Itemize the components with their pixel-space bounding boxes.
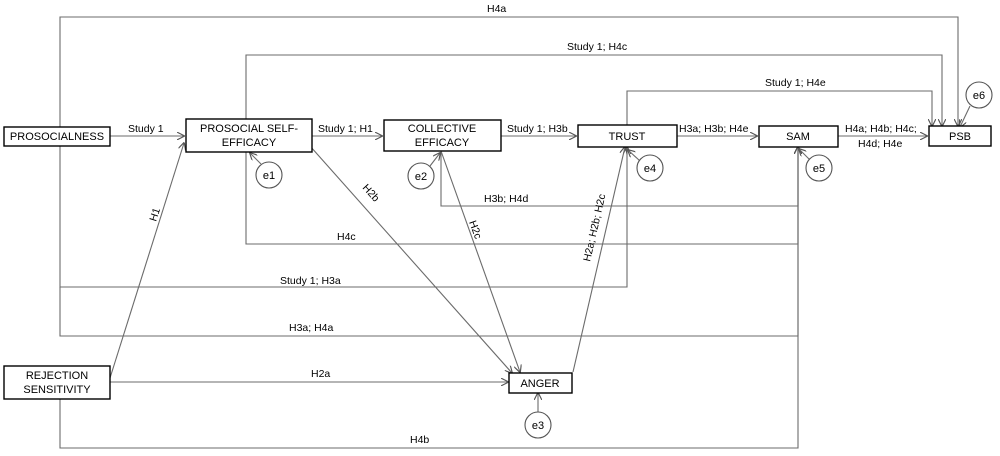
node-pse-label-1: PROSOCIAL SELF- [200, 123, 298, 135]
label-rs-to-pse: H1 [147, 206, 163, 223]
error-e4-label: e4 [644, 163, 656, 175]
edge-e6 [960, 105, 971, 127]
edge-pse-to-psb [245, 54, 942, 126]
label-pse-to-ce: Study 1; H1 [318, 123, 373, 135]
edge-ce-to-anger [440, 150, 520, 372]
label-rs-to-sam: H4b [410, 434, 429, 446]
error-e1-label: e1 [263, 170, 275, 182]
node-sam: SAM [758, 125, 839, 148]
node-pse-label-2: EFFICACY [222, 137, 277, 149]
error-e3: e3 [524, 411, 552, 439]
node-trust-label: TRUST [609, 131, 646, 143]
edge-pro-to-psb-top [59, 16, 958, 127]
label-trust-to-sam: H3a; H3b; H4e [679, 123, 749, 135]
error-e2: e2 [407, 162, 435, 190]
error-e2-label: e2 [415, 171, 427, 183]
edge-pse-to-anger [309, 145, 512, 373]
error-e6-label: e6 [973, 90, 985, 102]
edge-pro-to-trust [59, 145, 627, 288]
error-e5-label: e5 [813, 163, 825, 175]
node-trust: TRUST [577, 124, 678, 148]
label-ce-to-anger: H2c [466, 219, 484, 241]
edge-e2 [429, 153, 440, 167]
edge-trust-to-psb [626, 90, 932, 126]
label-ce-to-sam: H3b; H4d [484, 193, 529, 205]
node-collective-efficacy: COLLECTIVE EFFICACY [383, 119, 502, 152]
node-anger: ANGER [508, 372, 573, 394]
error-e1: e1 [255, 161, 283, 189]
error-e5: e5 [805, 154, 833, 182]
label-rs-to-anger: H2a [311, 368, 330, 380]
node-prosocialness: PROSOCIALNESS [3, 126, 111, 147]
label-pse-to-psb: Study 1; H4c [567, 41, 627, 53]
node-prosocialness-label: PROSOCIALNESS [10, 131, 104, 143]
node-sam-label: SAM [786, 131, 810, 143]
label-pro-to-trust: Study 1; H3a [280, 275, 341, 287]
node-ce-label-1: COLLECTIVE [408, 123, 476, 135]
node-rs-label-2: SENSITIVITY [23, 384, 91, 396]
node-ce-label-2: EFFICACY [415, 137, 470, 149]
label-pro-to-sam: H3a; H4a [289, 322, 334, 334]
node-rejection-sensitivity: REJECTION SENSITIVITY [3, 365, 111, 400]
edge-e4 [628, 150, 641, 162]
edge-anger-to-trust [572, 147, 625, 373]
label-anger-to-trust: H2a; H2b; H2c [581, 193, 608, 263]
label-pse-to-sam: H4c [337, 231, 356, 243]
label-pro-to-psb-top: H4a [487, 3, 506, 15]
node-rs-label-1: REJECTION [26, 370, 88, 382]
error-e6: e6 [965, 81, 993, 109]
node-psb-label: PSB [949, 131, 971, 143]
label-ce-to-trust: Study 1; H3b [507, 123, 568, 135]
node-psb: PSB [928, 125, 992, 147]
label-pse-to-anger: H2b [360, 182, 382, 204]
label-pro-to-pse: Study 1 [128, 123, 164, 135]
edge-e5 [799, 149, 811, 161]
label-sam-to-psb-2: H4d; H4e [858, 138, 903, 150]
edge-e1 [250, 153, 262, 165]
node-prosocial-self-efficacy: PROSOCIAL SELF- EFFICACY [185, 118, 313, 153]
error-e4: e4 [636, 154, 664, 182]
edge-rs-to-sam [59, 147, 798, 449]
node-anger-label: ANGER [520, 378, 559, 390]
edge-rs-to-pse [109, 143, 184, 379]
error-e3-label: e3 [532, 420, 544, 432]
label-trust-to-psb: Study 1; H4e [765, 77, 826, 89]
label-sam-to-psb-1: H4a; H4b; H4c; [845, 123, 917, 135]
